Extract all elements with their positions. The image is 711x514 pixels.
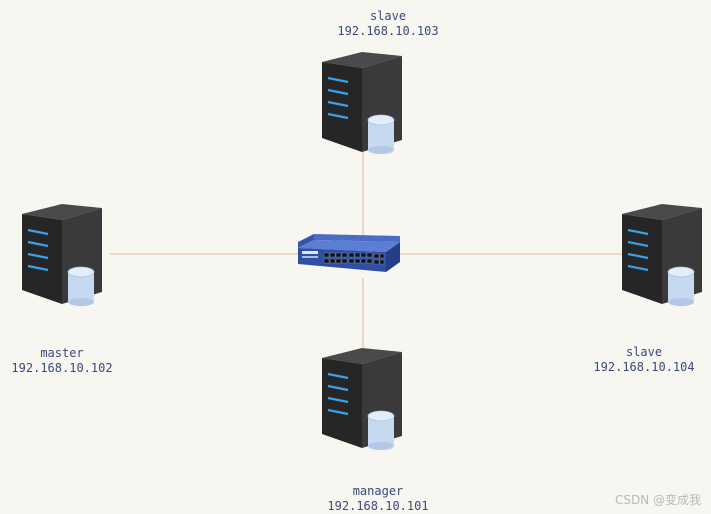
node-label-right: slave 192.168.10.104 <box>584 345 704 375</box>
node-role: master <box>40 346 84 360</box>
node-ip: 192.168.10.101 <box>327 499 429 513</box>
node-ip: 192.168.10.103 <box>337 24 439 38</box>
node-label-top: slave 192.168.10.103 <box>318 9 458 39</box>
server-database-icon <box>622 204 702 306</box>
node-role: manager <box>352 484 404 498</box>
node-label-left: master 192.168.10.102 <box>0 346 124 376</box>
server-database-icon <box>22 204 102 306</box>
server-database-icon <box>322 52 402 154</box>
server-database-icon <box>322 348 402 450</box>
node-role: slave <box>369 9 407 23</box>
watermark: CSDN @变成我 <box>614 493 701 507</box>
node-ip: 192.168.10.104 <box>593 360 695 374</box>
node-label-bottom: manager 192.168.10.101 <box>313 484 443 514</box>
node-ip: 192.168.10.102 <box>11 361 113 375</box>
network-switch-icon <box>298 234 400 272</box>
node-role: slave <box>625 345 663 359</box>
